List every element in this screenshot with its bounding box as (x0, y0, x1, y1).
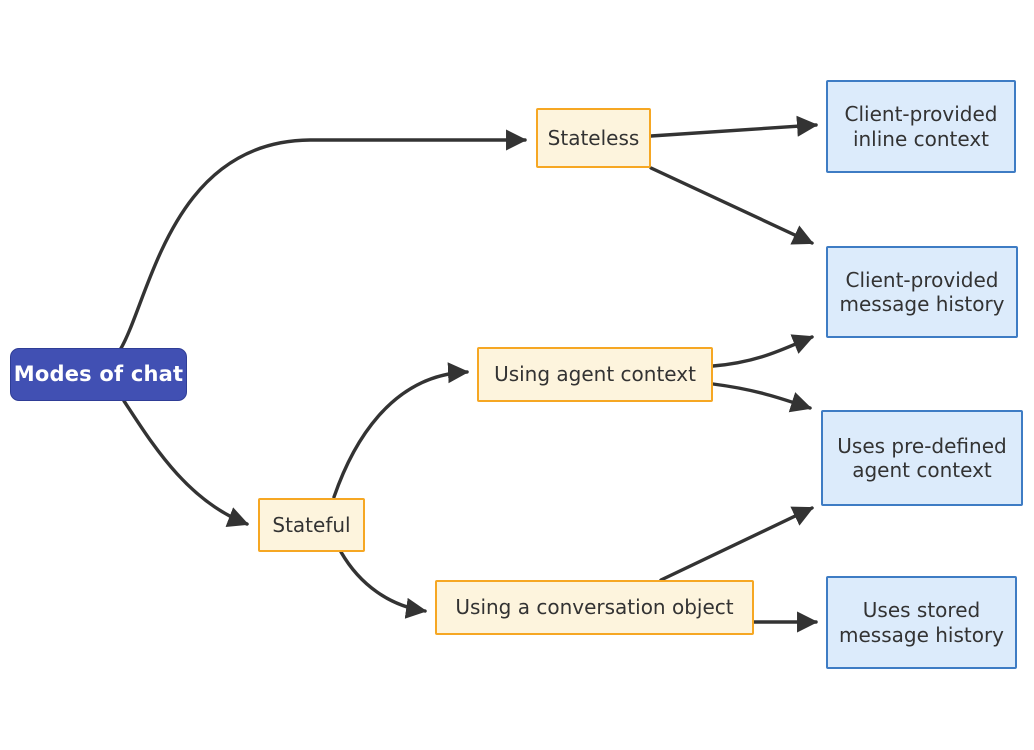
node-label: Stateless (547, 125, 640, 150)
edge-root-to-stateful (122, 399, 249, 527)
edge-root-to-stateless (118, 129, 528, 352)
edge-stateful-to-conversation-object (339, 550, 428, 619)
node-label: Using a conversation object (455, 595, 734, 620)
node-stateful[interactable]: Stateful (258, 498, 365, 552)
node-label: Stateful (272, 512, 351, 537)
node-modes-of-chat[interactable]: Modes of chat (10, 348, 187, 401)
node-using-a-conversation-object[interactable]: Using a conversation object (435, 580, 754, 635)
edge-stateless-to-inline-context (649, 115, 819, 138)
node-stateless[interactable]: Stateless (536, 108, 651, 168)
node-using-agent-context[interactable]: Using agent context (477, 347, 713, 402)
node-label: Uses pre-defined agent context (837, 433, 1007, 482)
node-label: Using agent context (494, 362, 696, 387)
node-uses-stored-message-history[interactable]: Uses stored message history (826, 576, 1017, 669)
node-uses-pre-defined-agent-context[interactable]: Uses pre-defined agent context (821, 410, 1023, 506)
node-label: Client-provided message history (839, 267, 1005, 316)
edge-agent-context-to-client-history (711, 334, 814, 368)
edge-conversation-object-to-predefined-agent (659, 506, 814, 582)
edge-agent-context-to-predefined-agent (711, 382, 813, 413)
edge-stateful-to-agent-context (332, 362, 470, 499)
node-label: Modes of chat (13, 361, 184, 386)
edge-stateless-to-client-history (649, 166, 814, 245)
node-client-provided-message-history[interactable]: Client-provided message history (826, 246, 1018, 338)
node-client-provided-inline-context[interactable]: Client-provided inline context (826, 80, 1016, 173)
node-label: Client-provided inline context (844, 102, 998, 151)
node-label: Uses stored message history (838, 598, 1005, 647)
